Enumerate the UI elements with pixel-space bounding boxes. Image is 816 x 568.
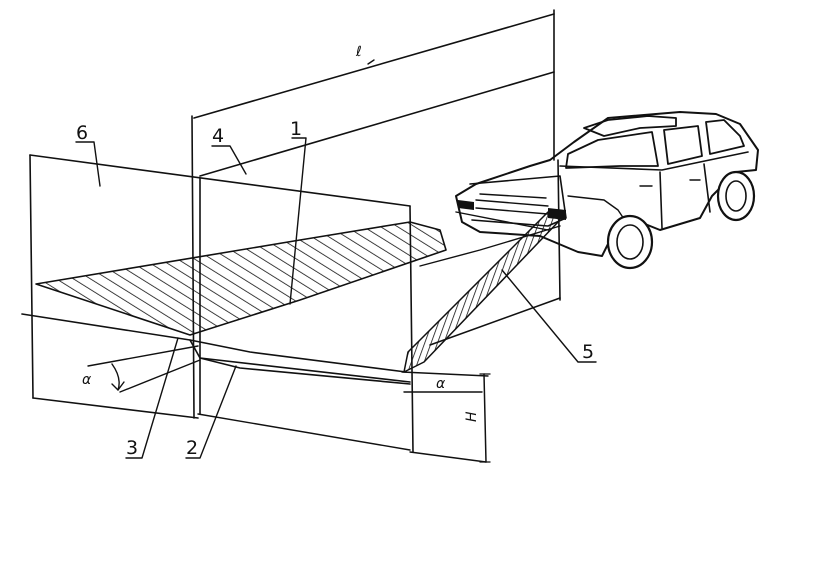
- label-4: 4: [212, 125, 224, 147]
- label-3: 3: [126, 437, 138, 459]
- label-6: 6: [76, 122, 88, 144]
- beam-cutoff-lines: [21, 313, 489, 463]
- label-2: 2: [186, 437, 198, 459]
- label-5: 5: [582, 341, 594, 363]
- label-distance-l: ℓ: [355, 44, 362, 60]
- label-1: 1: [290, 118, 302, 140]
- measuring-plane: [191, 9, 561, 419]
- light-beam-pattern: [35, 221, 447, 336]
- height-dimension: [479, 373, 491, 463]
- angle-arc-left: [111, 363, 120, 391]
- label-alpha-right: α: [436, 376, 446, 392]
- car-illustration: [455, 111, 759, 270]
- label-alpha-left: α: [82, 372, 92, 388]
- label-height-h: H: [464, 411, 480, 422]
- label-leaders: [75, 137, 597, 459]
- distance-dimension: [193, 13, 555, 119]
